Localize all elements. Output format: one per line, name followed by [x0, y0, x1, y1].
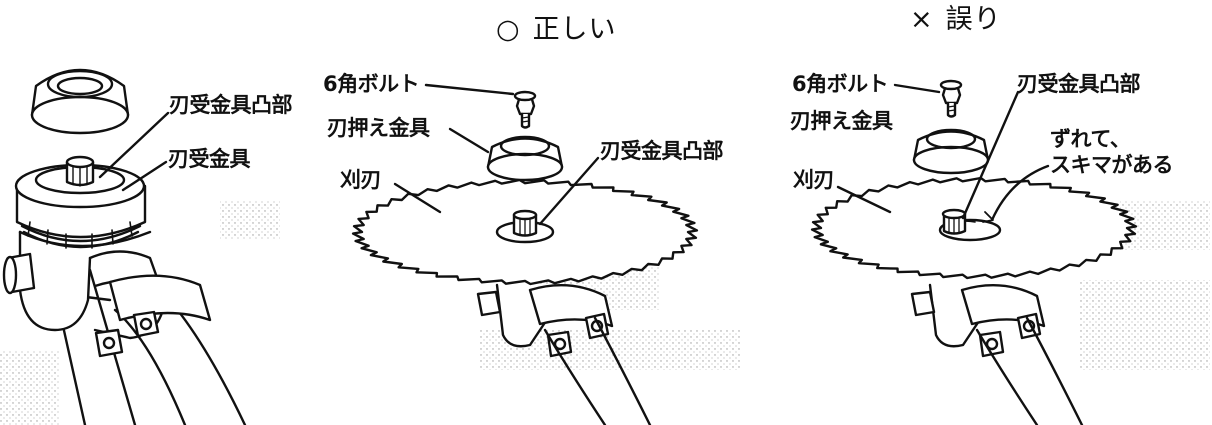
floating-cap [30, 68, 130, 135]
presser-cap [486, 135, 564, 182]
panel-wrong-assembly [810, 79, 1138, 425]
tube-clamp [94, 274, 212, 358]
header-correct-text: 正しい [532, 14, 617, 45]
label-blade-presser: 刃押え金具 [790, 109, 893, 133]
header-wrong: × 誤り [910, 6, 1002, 33]
panel-receiver-assembly [2, 68, 247, 425]
presser-cap [912, 128, 990, 175]
label-receiver-boss: 刃受金具凸部 [600, 139, 724, 163]
hex-bolt [513, 90, 537, 129]
header-correct: ○ 正しい [496, 16, 617, 43]
wrong-mark: × [910, 4, 934, 35]
label-cutting-blade: 刈刃 [340, 168, 382, 192]
label-gap-line1: ずれて、 [1050, 127, 1131, 151]
hex-bolt [939, 79, 963, 118]
label-hex-bolt: 6角ボルト [792, 72, 889, 96]
spline-boss [65, 155, 95, 187]
panel-correct-assembly [351, 83, 699, 425]
label-hex-bolt: 6角ボルト [323, 72, 420, 96]
label-receiver-boss: 刃受金具凸部 [169, 93, 293, 117]
side-bolt [2, 252, 36, 295]
label-blade-receiver: 刃受金具 [168, 147, 251, 171]
label-blade-presser: 刃押え金具 [327, 116, 430, 140]
label-gap-line2: スキマがある [1050, 153, 1174, 177]
header-wrong-text: 誤り [945, 4, 1002, 35]
correct-mark: ○ [496, 14, 521, 45]
label-receiver-boss: 刃受金具凸部 [1017, 72, 1141, 96]
label-cutting-blade: 刈刃 [793, 168, 835, 192]
